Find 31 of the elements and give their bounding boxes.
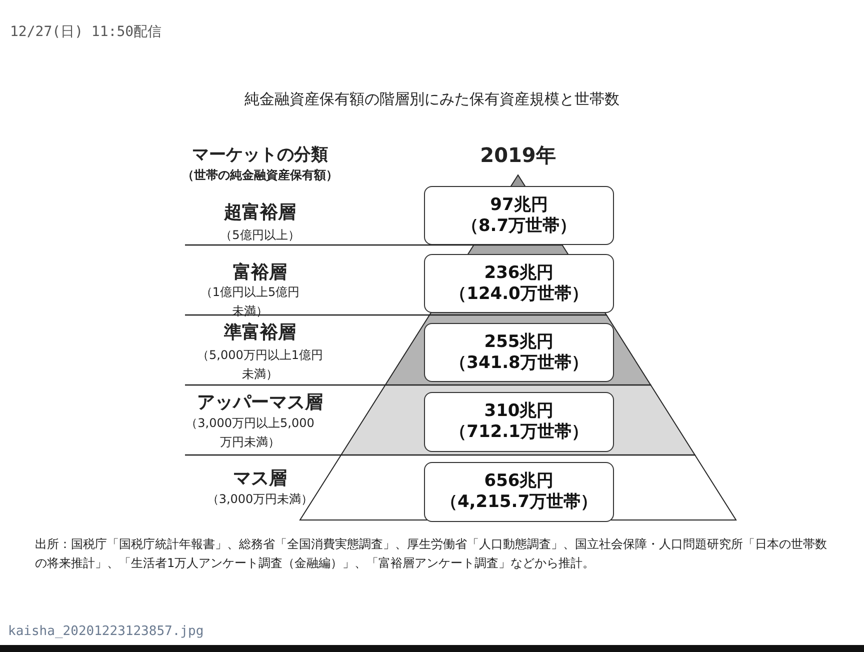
year-heading: 2019年 [479,143,557,168]
value-box [424,323,614,382]
value-text: （4,215.7万世帯） [440,492,598,513]
tier-name: 富裕層 [232,262,288,284]
column-subheading: （世帯の純金融資産保有額） [181,167,339,184]
source-note: 出所：国税庁「国税庁統計年報書」、総務省「全国消費実態調査」、厚生労働省「人口動態調査」、国立社会保障・人口問題研究所「日本の世帯数の将来推計」、「生活者1万人アンケート調査（金融編）」、「富裕層アンケート調査」などから推計。 [35,536,828,572]
tier-range: （3,000万円未満） [206,491,314,508]
value-text: （124.0万世帯） [450,284,588,304]
value-text: （712.1万世帯） [450,422,588,443]
value-box [424,186,614,245]
column-heading: マーケットの分類 [191,145,329,166]
tier-name: アッパーマス層 [196,392,324,414]
value-text: 656兆円 [484,471,554,492]
value-text: （341.8万世帯） [450,352,588,374]
tier-name: 準富裕層 [223,322,297,344]
value-box [424,462,614,522]
value-text: 236兆円 [484,262,554,284]
tier-name: 超富裕層 [222,202,297,224]
value-text: 255兆円 [484,332,554,352]
value-text: 97兆円 [490,194,548,216]
tier-range: （3,000万円以上5,000万円未満） [185,415,315,451]
file-name: kaisha_20201223123857.jpg [8,624,205,640]
chart-title: 純金融資産保有額の階層別にみた保有資産規模と世帯数 [244,90,620,109]
value-text: （8.7万世帯） [461,216,577,236]
tier-range: （5,000万円以上1億円未満） [196,347,324,383]
value-box [424,254,614,313]
tier-name: マス層 [232,468,288,490]
value-text: 310兆円 [484,401,554,422]
date-text: 12/27(日) 11:50配信 [10,24,163,42]
value-box [424,392,614,452]
tier-range: （5億円以上） [219,227,301,244]
